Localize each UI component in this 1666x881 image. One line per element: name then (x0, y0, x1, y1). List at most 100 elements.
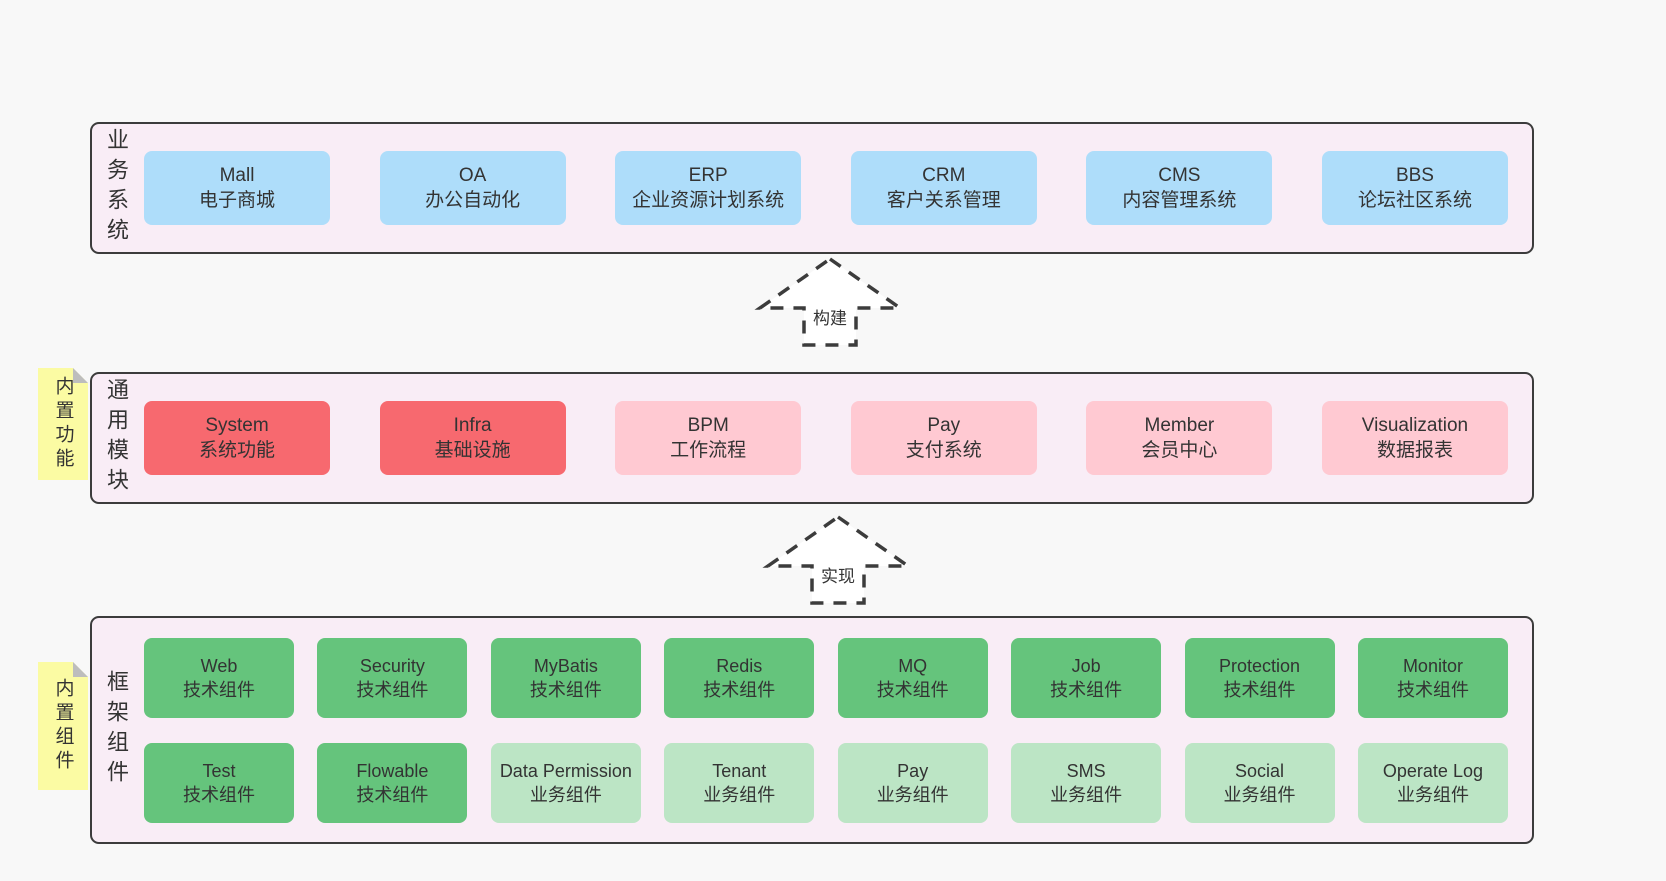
up-arrow-icon (754, 256, 906, 347)
box-title: Infra (453, 415, 492, 436)
up-arrow-icon (762, 514, 914, 605)
box-title: Pay (927, 415, 961, 436)
box-pay: Pay 支付系统 (850, 401, 1037, 475)
box-subtitle: 电子商城 (198, 190, 275, 211)
box-subtitle: 技术组件 (1050, 679, 1123, 700)
box-subtitle: 办公自动化 (425, 190, 521, 211)
box-subtitle: 技术组件 (529, 679, 602, 700)
box-subtitle: 客户关系管理 (886, 190, 1001, 211)
band-label-business-systems: 业务系统 (104, 128, 129, 248)
box-social: Social 业务组件 (1184, 742, 1335, 823)
box-subtitle: 内容管理系统 (1122, 190, 1237, 211)
box-subtitle: 业务组件 (529, 784, 602, 805)
box-operate-log: Operate Log 业务组件 (1357, 742, 1508, 823)
box-pay: Pay 业务组件 (837, 742, 988, 823)
sticky-note-label: 内置功能 (52, 376, 74, 472)
box-subtitle: 工作流程 (670, 440, 747, 461)
box-title: Tenant (712, 760, 767, 781)
band-business-systems: 业务系统 Mall 电子商城 OA 办公自动化 ERP 企业资源计划系统 CRM 客户关系管理… (90, 122, 1534, 254)
box-subtitle: 业务组件 (876, 784, 949, 805)
box-title: CRM (922, 165, 966, 186)
box-subtitle: 业务组件 (1223, 784, 1296, 805)
box-subtitle: 技术组件 (703, 679, 776, 700)
box-title: Operate Log (1382, 760, 1483, 781)
box-title: Flowable (356, 760, 429, 781)
band-label-framework-components: 框架组件 (104, 670, 129, 790)
box-title: Security (359, 655, 425, 676)
box-title: OA (458, 165, 487, 186)
box-subtitle: 基础设施 (434, 440, 511, 461)
box-cms: CMS 内容管理系统 (1086, 151, 1273, 225)
box-title: Test (202, 760, 236, 781)
box-subtitle: 业务组件 (1050, 784, 1123, 805)
box-title: Social (1235, 760, 1285, 781)
band-label-common-modules: 通用模块 (104, 378, 129, 498)
box-subtitle: 数据报表 (1376, 440, 1453, 461)
box-test: Test 技术组件 (144, 742, 294, 823)
box-title: Redis (716, 655, 763, 676)
sticky-note-built-in-features: 内置功能 (38, 368, 88, 480)
box-security: Security 技术组件 (317, 637, 468, 718)
box-subtitle: 技术组件 (1396, 679, 1469, 700)
box-oa: OA 办公自动化 (379, 151, 566, 225)
box-subtitle: 会员中心 (1141, 440, 1218, 461)
box-data-permission: Data Permission 业务组件 (490, 742, 641, 823)
box-mall: Mall 电子商城 (144, 151, 330, 225)
box-title: System (205, 415, 269, 436)
box-row: Mall 电子商城 OA 办公自动化 ERP 企业资源计划系统 CRM 客户关系管理 CMS 内容… (144, 151, 1508, 225)
box-title: MQ (898, 655, 928, 676)
box-mybatis: MyBatis 技术组件 (490, 637, 641, 718)
box-subtitle: 企业资源计划系统 (632, 190, 785, 211)
box-title: BBS (1395, 165, 1434, 186)
box-subtitle: 技术组件 (356, 679, 429, 700)
box-subtitle: 支付系统 (905, 440, 982, 461)
box-title: Visualization (1361, 415, 1469, 436)
box-bpm: BPM 工作流程 (615, 401, 802, 475)
box-title: Mall (219, 165, 255, 186)
box-title: ERP (688, 165, 728, 186)
arrow-implement: 实现 (758, 514, 918, 606)
box-infra: Infra 基础设施 (379, 401, 566, 475)
box-subtitle: 业务组件 (1396, 784, 1469, 805)
box-title: Monitor (1402, 655, 1463, 676)
box-title: Data Permission (499, 760, 632, 781)
arrow-implement-label: 实现 (818, 561, 858, 588)
box-visualization: Visualization 数据报表 (1321, 401, 1508, 475)
box-redis: Redis 技术组件 (664, 637, 815, 718)
box-monitor: Monitor 技术组件 (1357, 637, 1508, 718)
box-title: BPM (687, 415, 729, 436)
box-title: Pay (897, 760, 929, 781)
box-title: MyBatis (533, 655, 598, 676)
box-erp: ERP 企业资源计划系统 (615, 151, 802, 225)
box-subtitle: 系统功能 (198, 440, 275, 461)
box-subtitle: 技术组件 (183, 784, 255, 805)
box-crm: CRM 客户关系管理 (850, 151, 1037, 225)
box-subtitle: 技术组件 (356, 784, 429, 805)
box-row: Test 技术组件 Flowable 技术组件 Data Permission 业务组件 T… (144, 742, 1508, 823)
box-system: System 系统功能 (144, 401, 330, 475)
box-title: CMS (1158, 165, 1201, 186)
band-common-modules: 通用模块 System 系统功能 Infra 基础设施 BPM 工作流程 Pay 支付系统 Me… (90, 372, 1534, 504)
box-subtitle: 技术组件 (183, 679, 255, 700)
box-title: Protection (1219, 655, 1301, 676)
box-flowable: Flowable 技术组件 (317, 742, 468, 823)
band-rows: Mall 电子商城 OA 办公自动化 ERP 企业资源计划系统 CRM 客户关系管理 CMS 内容… (144, 151, 1508, 225)
arrow-build-label: 构建 (810, 303, 850, 330)
box-web: Web 技术组件 (144, 637, 294, 718)
sticky-note-built-in-components: 内置组件 (38, 662, 88, 790)
box-title: Web (200, 655, 238, 676)
sticky-note-label: 内置组件 (52, 678, 74, 774)
